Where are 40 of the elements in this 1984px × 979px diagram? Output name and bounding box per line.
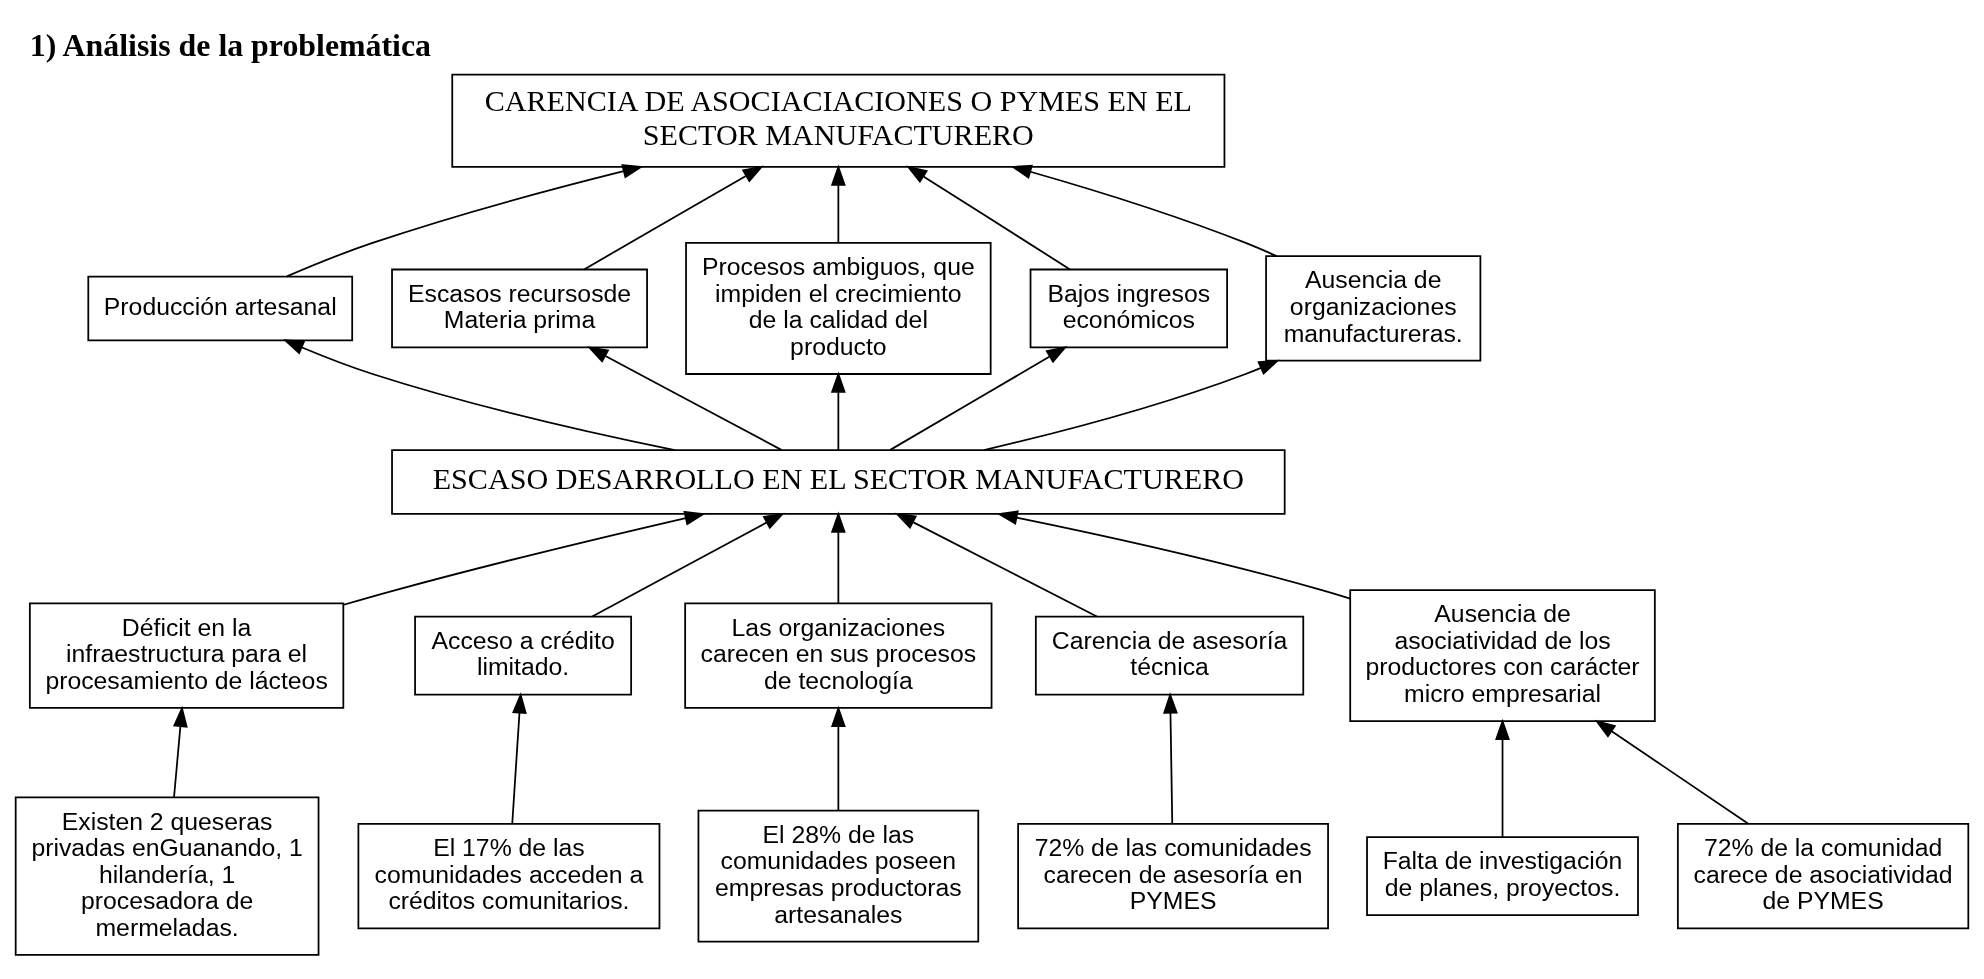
node-box: Ausencia de organizaciones manufactureras. [1265,254,1482,362]
node-box: 72% de las comunidades carecen de asesoría en PYMES [1017,822,1329,929]
arrow [996,509,1352,599]
arrow [583,165,764,270]
arrow [1010,164,1278,257]
arrow [511,691,527,824]
node-box: Las organizaciones carecen en sus procesos de tecnología [684,601,993,709]
arrow [286,163,644,277]
arrow [894,512,1098,617]
node-box: Acceso a crédito limitado. [414,615,633,695]
diagram-title: 1) Análisis de la problemática [29,27,432,63]
node-box: Producción artesanal [87,275,354,341]
arrow [587,345,783,451]
node-box: Bajos ingresos económicos [1029,268,1228,348]
arrow [889,345,1068,451]
arrow [172,705,188,798]
arrow [1163,691,1178,824]
node-box: Procesos ambiguos, que impiden el crecimiento de la calidad del producto [685,241,992,375]
node-box: 72% de la comunidad carece de asociatividad de PYMES [1676,822,1970,929]
arrow [830,511,846,604]
arrow [830,705,846,811]
arrow [591,512,785,617]
arrow [1495,718,1510,838]
arrow [906,164,1071,270]
arrow [282,338,676,451]
arrow [342,510,706,606]
node-box: ESCASO DESARROLLO EN EL SECTOR MANUFACTURERO [391,448,1286,515]
node-box: Escasos recursosde Materia prima [391,268,648,348]
node-box: Existen 2 queseras privadas enGuanando, 1 hilandería, 1 procesadora de mermeladas. [14,795,320,956]
arrow [983,359,1280,451]
node-box: El 28% de las comunidades poseen empresas productoras artesanales [697,809,980,942]
node-box: Déficit en la infraestructura para el procesamiento de lácteos [28,601,345,709]
arrow [1594,719,1749,824]
node-box: Carencia de asesoría técnica [1034,615,1305,695]
node-box: Falta de investigación de planes, proyectos. [1366,835,1639,916]
node-box: CARENCIA DE ASOCIACIACIONES O PYMES EN EL SECTOR MANUFACTURERO [451,73,1226,168]
node-box: El 17% de las comunidades acceden a créditos comunitarios. [357,822,661,929]
arrow [830,371,846,451]
node-box: Ausencia de asociatividad de los productores con carácter micro empresarial [1349,588,1656,722]
arrow [830,164,846,244]
